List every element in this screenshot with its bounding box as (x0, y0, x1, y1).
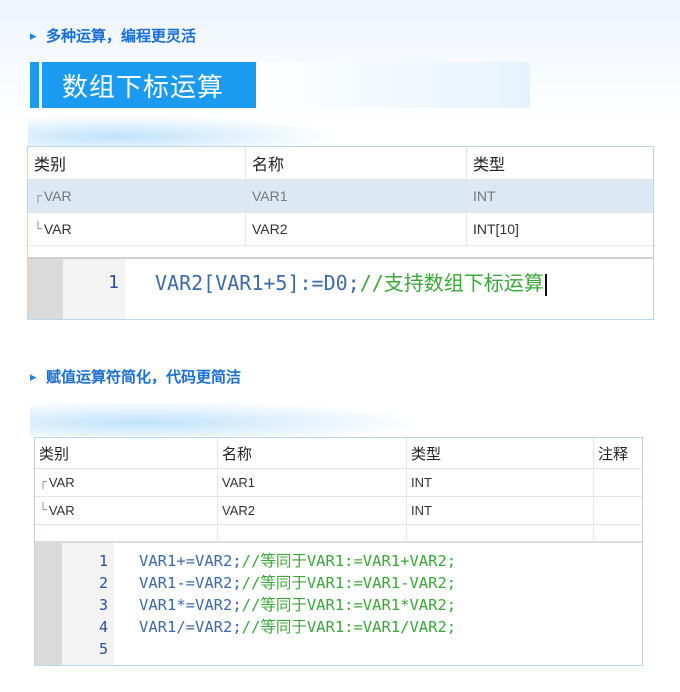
section1-heading-text: 多种运算，编程更灵活 (46, 28, 197, 45)
text-caret (544, 273, 547, 296)
table-row[interactable]: ┌ VAR VAR1 INT (35, 469, 642, 497)
decorative-glow (28, 116, 328, 150)
line-number: 5 (98, 640, 108, 658)
code-statement: VAR2[VAR1+5]:=D0; (155, 271, 360, 295)
row-type: INT[10] (473, 221, 519, 237)
row-category: VAR (43, 221, 72, 237)
section1-title: 数组下标运算 (30, 62, 256, 108)
chevron-bullet-icon: ▸ (30, 27, 37, 43)
section1-title-text: 数组下标运算 (42, 62, 256, 108)
code-line[interactable]: VAR2[VAR1+5]:=D0;//支持数组下标运算 (125, 259, 653, 307)
table-header: 类别 名称 类型 (28, 147, 653, 180)
line-number: 3 (98, 596, 108, 614)
code-comment: //等同于VAR1:=VAR1*VAR2; (241, 596, 457, 614)
editor-gutter (28, 259, 63, 319)
code-statement: VAR1*=VAR2; (139, 596, 242, 614)
header-category[interactable]: 类别 (35, 438, 218, 468)
line-number: 1 (108, 272, 119, 293)
code-comment: //等同于VAR1:=VAR1+VAR2; (241, 552, 457, 570)
code-comment: //等同于VAR1:=VAR1/VAR2; (241, 618, 457, 636)
variable-panel-1: 类别 名称 类型 ┌ VAR VAR1 INT └ VAR VAR2 INT[1… (27, 146, 654, 320)
row-type: INT (407, 469, 594, 496)
row-name: VAR2 (246, 213, 467, 245)
line-number: 4 (98, 618, 108, 636)
row-type: INT (407, 497, 594, 524)
tree-branch-icon: ┌ (39, 475, 47, 490)
code-line[interactable]: VAR1/=VAR2;//等同于VAR1:=VAR1/VAR2; (114, 616, 642, 638)
table-row[interactable]: └ VAR VAR2 INT[10] (28, 213, 653, 246)
code-line[interactable] (114, 638, 642, 660)
tree-branch-icon: └ (34, 221, 42, 237)
title-accent-bar (30, 62, 39, 108)
row-category: VAR (43, 188, 72, 204)
chevron-bullet-icon: ▸ (30, 368, 37, 384)
variable-panel-2: 类别 名称 类型 注释 ┌ VAR VAR1 INT └ VAR VAR2 IN… (34, 437, 643, 666)
row-note (594, 469, 642, 496)
line-number: 2 (98, 574, 108, 592)
row-note (594, 497, 642, 524)
code-statement: VAR1-=VAR2; (139, 574, 242, 592)
code-editor-1[interactable]: 1 VAR2[VAR1+5]:=D0;//支持数组下标运算 (28, 257, 653, 319)
row-name: VAR2 (218, 497, 407, 524)
variable-table-1: 类别 名称 类型 ┌ VAR VAR1 INT └ VAR VAR2 INT[1… (28, 147, 653, 246)
code-line[interactable]: VAR1*=VAR2;//等同于VAR1:=VAR1*VAR2; (114, 594, 642, 616)
variable-table-2: 类别 名称 类型 注释 ┌ VAR VAR1 INT └ VAR VAR2 IN… (35, 438, 642, 545)
tree-branch-icon: └ (39, 503, 47, 518)
code-editor-2[interactable]: 1 2 3 4 5 VAR1+=VAR2;//等同于VAR1:=VAR1+VAR… (35, 541, 642, 665)
code-statement: VAR1/=VAR2; (139, 618, 242, 636)
header-name[interactable]: 名称 (218, 438, 407, 468)
line-number: 1 (98, 552, 108, 570)
header-category[interactable]: 类别 (28, 147, 246, 179)
tree-branch-icon: ┌ (34, 188, 42, 204)
code-line[interactable]: VAR1+=VAR2;//等同于VAR1:=VAR1+VAR2; (114, 550, 642, 572)
header-type[interactable]: 类型 (407, 438, 594, 468)
row-name: VAR1 (246, 180, 467, 212)
row-category: VAR (48, 475, 75, 490)
header-note[interactable]: 注释 (598, 445, 629, 463)
section1-heading: ▸ 多种运算，编程更灵活 (30, 25, 196, 46)
section2-heading: ▸ 赋值运算符简化，代码更简洁 (30, 366, 241, 387)
decorative-glow (30, 402, 410, 436)
code-statement: VAR1+=VAR2; (139, 552, 242, 570)
header-type[interactable]: 类型 (473, 157, 506, 174)
table-row[interactable]: ┌ VAR VAR1 INT (28, 180, 653, 213)
header-name[interactable]: 名称 (246, 147, 467, 179)
code-comment: //支持数组下标运算 (359, 271, 544, 295)
row-category: VAR (48, 503, 75, 518)
code-line[interactable]: VAR1-=VAR2;//等同于VAR1:=VAR1-VAR2; (114, 572, 642, 594)
editor-gutter (35, 543, 62, 665)
table-row[interactable]: └ VAR VAR2 INT (35, 497, 642, 525)
row-name: VAR1 (218, 469, 407, 496)
table-header: 类别 名称 类型 注释 (35, 438, 642, 469)
row-type: INT (473, 188, 496, 204)
section2-heading-text: 赋值运算符简化，代码更简洁 (46, 369, 242, 386)
code-comment: //等同于VAR1:=VAR1-VAR2; (241, 574, 457, 592)
